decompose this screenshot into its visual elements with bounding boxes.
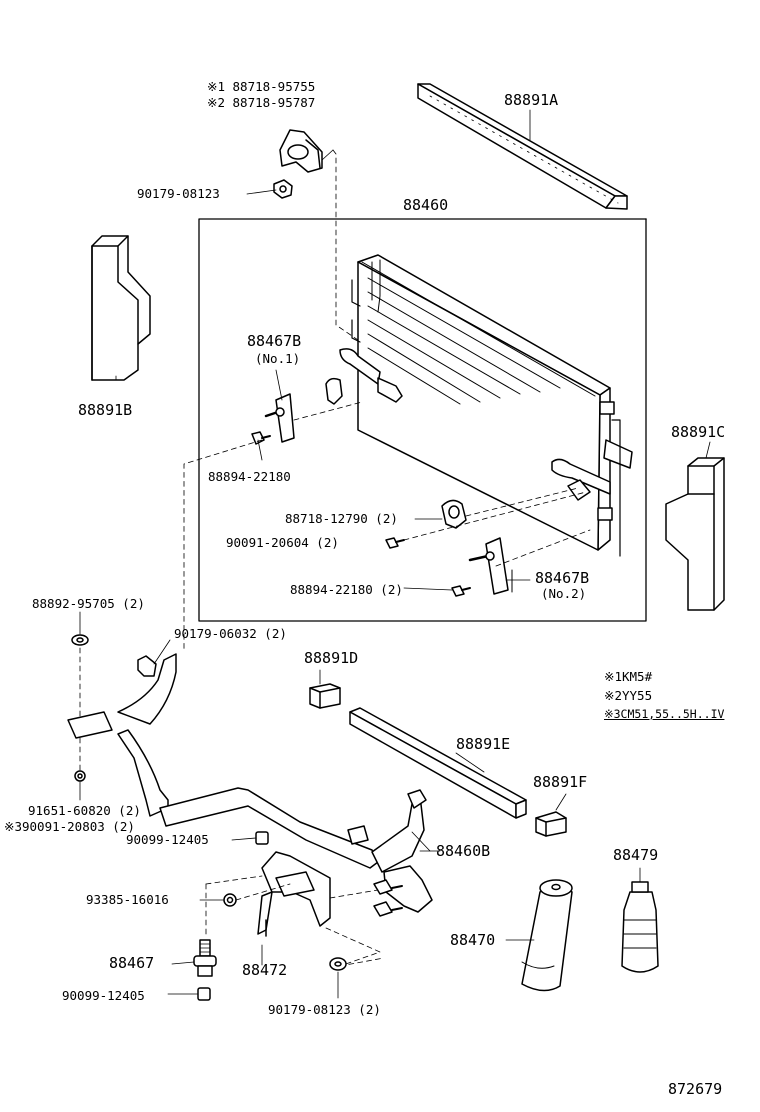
label-washer: 88892-95705 (2) (32, 596, 145, 611)
bracket-2-shape (257, 851, 331, 937)
label-nut-5: 90179-08123 (2) (268, 1002, 381, 1017)
label-receiver: 88479 (613, 846, 659, 864)
label-bracket-2: 88472 (242, 961, 288, 979)
label-nut-2: 90179-06032 (2) (174, 626, 287, 641)
label-grommet-2: ※390091-20803 (2) (4, 819, 135, 834)
label-nut-3: 90099-12405 (126, 832, 209, 847)
note-2: ※2YY55 (604, 688, 653, 703)
label-bracket-b2-no: (No.2) (541, 586, 587, 601)
label-clamp-alt1: ※1 88718-95755 (207, 79, 316, 94)
label-clamp-alt2: ※2 88718-95787 (207, 95, 316, 110)
label-dryer: 88470 (450, 931, 496, 949)
bolt-3-shape (451, 585, 471, 597)
receiver-shape (621, 881, 659, 973)
seal-a-shape (417, 83, 628, 210)
label-pipe: 88460B (436, 842, 491, 860)
diagram-number: 872679 (668, 1080, 723, 1098)
label-seal-b: 88891B (78, 401, 133, 419)
label-bracket-b1-no: (No.1) (255, 351, 301, 366)
label-bracket-b1: 88467B (247, 332, 302, 350)
label-seal-c: 88891C (671, 423, 726, 441)
label-nut-4: 90099-12405 (62, 988, 145, 1003)
seal-f-shape (535, 811, 567, 837)
condenser-shape (325, 254, 633, 557)
switch-shape (193, 939, 217, 977)
label-seal-a: 88891A (504, 91, 559, 109)
dryer-shape (521, 879, 573, 992)
note-1: ※1KM5# (604, 669, 653, 684)
label-bracket-b2: 88467B (535, 569, 590, 587)
bolt-1-shape (251, 431, 271, 445)
label-bolt-3: 88894-22180 (2) (290, 582, 403, 597)
label-bolt-4: 93385-16016 (86, 892, 169, 907)
label-condenser: 88460 (403, 196, 449, 214)
clamp-shape (279, 129, 334, 173)
seal-c-shape (665, 457, 725, 611)
nut-5-shape (329, 957, 347, 971)
grommet-shape (74, 770, 86, 782)
condenser-box (198, 218, 647, 622)
label-seal-d: 88891D (304, 649, 359, 667)
seal-d-shape (309, 683, 341, 709)
nut-3-shape (255, 831, 269, 845)
label-nut-top: 90179-08123 (137, 186, 220, 201)
bolt-2-shape (385, 537, 405, 549)
seal-b-shape (91, 235, 151, 381)
label-seal-e: 88891E (456, 735, 511, 753)
label-switch: 88467 (109, 954, 155, 972)
pipe-shape (67, 653, 433, 917)
bracket-b2-shape (468, 537, 509, 595)
washer-shape (71, 634, 89, 646)
label-bolt-1: 88894-22180 (208, 469, 291, 484)
nut-4-shape (197, 987, 211, 1001)
label-bolt-2: 90091-20604 (2) (226, 535, 339, 550)
label-seal-f: 88891F (533, 773, 588, 791)
note-3: ※3CM51,55..5H..IV (604, 707, 725, 721)
clamp-2-shape (441, 499, 467, 529)
bracket-b1-shape (264, 393, 295, 443)
nut-2-shape (137, 655, 157, 677)
label-clamp-2: 88718-12790 (2) (285, 511, 398, 526)
nut-top-shape (273, 179, 293, 199)
seal-e-shape (349, 707, 527, 819)
bolt-4-shape (223, 893, 237, 907)
label-grommet-1: 91651-60820 (2) (28, 803, 141, 818)
